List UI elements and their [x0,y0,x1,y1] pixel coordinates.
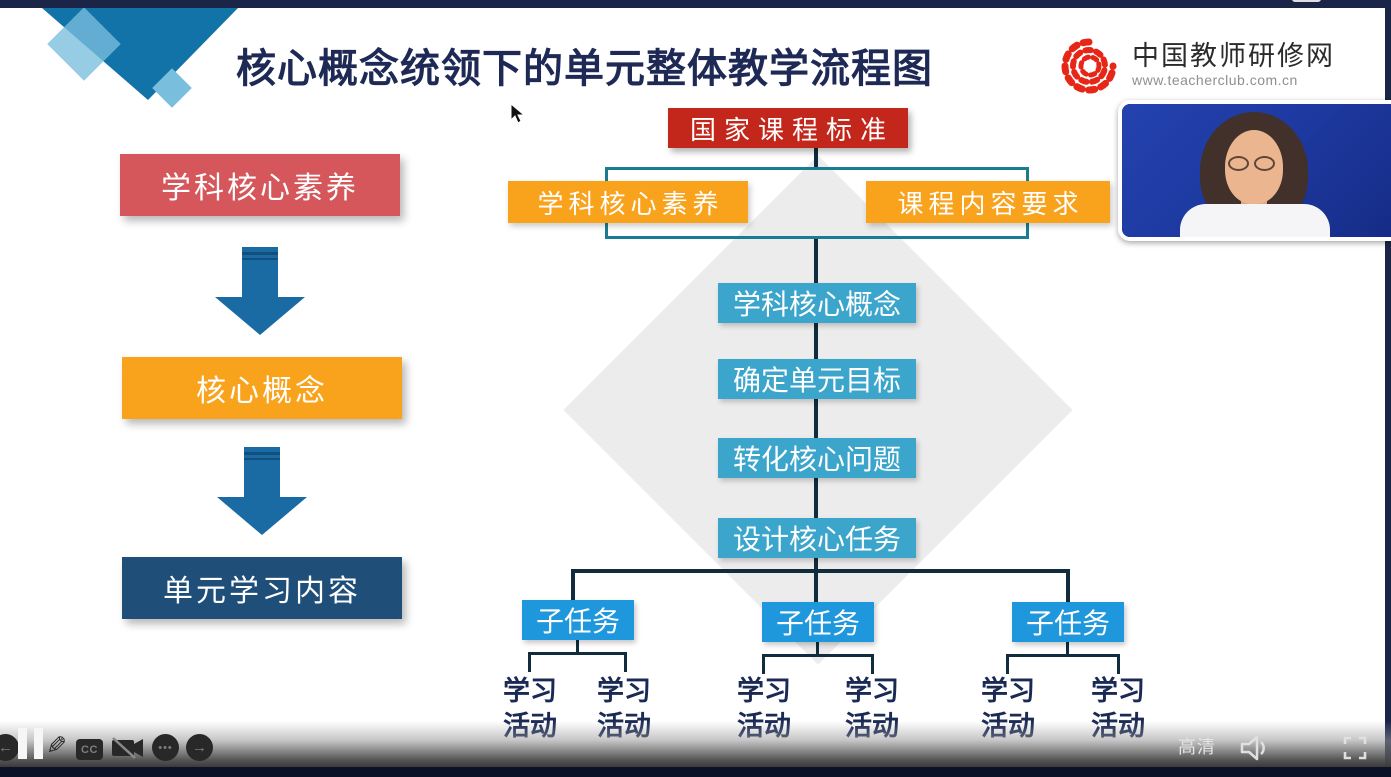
frame-top [0,0,1391,8]
connector-line [762,654,765,674]
node-subject-competency: 学科核心素养 [508,181,748,223]
left-flow-box-core-concept: 核心概念 [122,357,402,419]
more-options-button[interactable]: ••• [152,734,179,761]
presenter-glasses [1228,156,1275,171]
node-core-concept: 学科核心概念 [718,283,916,323]
connector-line [571,569,1070,573]
hd-quality-button[interactable]: 高清 [1178,737,1216,757]
down-arrow-icon [215,247,305,335]
node-national-standard: 国家课程标准 [668,108,908,148]
connector-line [528,652,531,672]
connector-line [816,642,819,656]
node-content-requirement: 课程内容要求 [866,181,1110,223]
node-core-question: 转化核心问题 [718,438,916,478]
page-title: 核心概念统领下的单元整体教学流程图 [236,47,933,91]
connector-line [871,654,874,674]
logo-swirl-icon [1061,38,1117,94]
node-unit-goal: 确定单元目标 [718,359,916,399]
presenter-video[interactable] [1118,100,1391,241]
mouse-cursor [510,103,526,124]
node-subtask-2: 子任务 [762,602,874,642]
connector-line [1006,654,1120,657]
node-core-task: 设计核心任务 [718,518,916,558]
decor-triangle [42,8,238,100]
node-subtask-1: 子任务 [522,600,634,640]
connector-line [528,652,627,655]
connector-line [1117,654,1120,674]
left-flow-box-subject-competency: 学科核心素养 [120,154,400,216]
left-flow-box-unit-content: 单元学习内容 [122,557,402,619]
fullscreen-button[interactable] [1342,735,1368,761]
node-subtask-3: 子任务 [1012,602,1124,642]
connector-line [571,569,575,602]
camera-off-icon[interactable] [110,735,146,761]
connector-line [814,239,818,602]
edit-pencil-icon[interactable]: ✎ [46,732,67,760]
volume-icon[interactable] [1238,734,1270,762]
frame-right [1385,0,1391,777]
connector-line [624,652,627,672]
connector-line [576,640,579,654]
pause-button[interactable] [18,728,43,759]
back-button[interactable]: ← [0,734,19,761]
connector-line [814,148,818,168]
logo: 中国教师研修网 www.teacherclub.com.cn [1056,36,1335,94]
connector-line [1066,569,1070,604]
down-arrow-icon [217,447,307,535]
presenter-blouse [1180,204,1330,237]
connector-line [1006,654,1009,674]
closed-captions-button[interactable]: CC [76,739,103,760]
logo-name: 中国教师研修网 [1132,41,1335,72]
connector-line [1066,642,1069,656]
picture-in-picture-button[interactable] [1292,0,1321,2]
frame-bottom [0,767,1391,777]
connector-line [762,654,874,657]
player-control-bar [0,721,1391,767]
next-button[interactable]: → [186,734,213,761]
logo-url: www.teacherclub.com.cn [1132,71,1298,88]
